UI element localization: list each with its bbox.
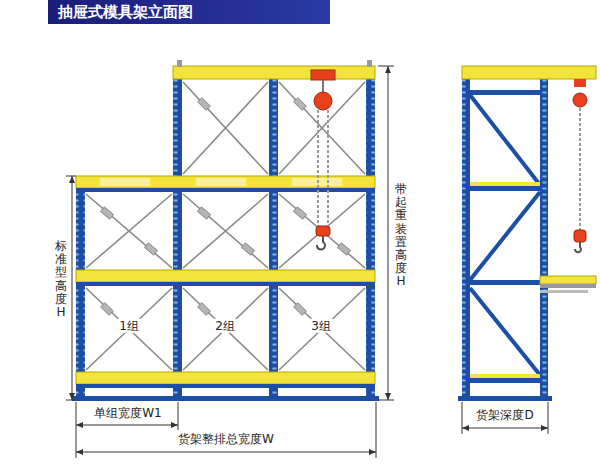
- cross-bracing: [86, 82, 365, 370]
- page-title: 抽屉式模具架立面图: [58, 3, 193, 22]
- dimension-label: 带起重装置高度H: [395, 181, 407, 291]
- title-banner: [48, 0, 330, 24]
- chain-hoist: [311, 70, 335, 249]
- dimension-label: 货架整排总宽度W: [176, 432, 276, 446]
- dimension-arrows: [69, 66, 548, 455]
- front-uprights: [76, 66, 375, 400]
- dimension-label: 单组宽度W1: [92, 406, 164, 420]
- side-view: [458, 66, 596, 401]
- group-label: 3组: [309, 319, 333, 333]
- group-label: 2组: [213, 319, 237, 333]
- dimension-lines: [66, 66, 548, 458]
- bracket: [177, 60, 182, 67]
- top-beam: [173, 66, 375, 79]
- dimension-label: 货架深度D: [474, 408, 535, 422]
- group-label: 1组: [117, 319, 141, 333]
- bracket: [367, 60, 372, 67]
- drawer-shelves: [72, 176, 379, 401]
- dimension-label: 标准型高度H: [55, 238, 67, 321]
